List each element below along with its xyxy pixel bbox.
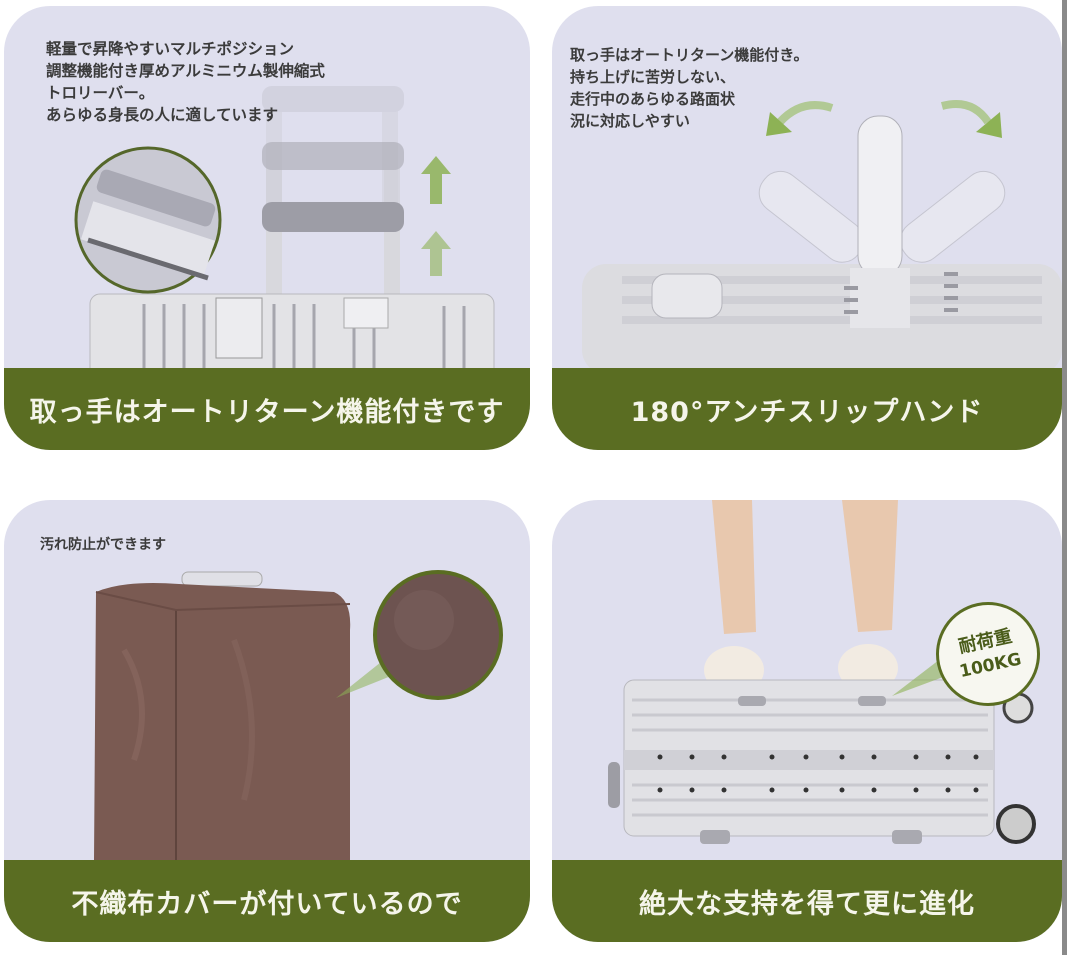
- rotating-handle-illustration: [582, 100, 1062, 374]
- zoom-circle-fabric-detail: [373, 570, 503, 700]
- panel-description: 汚れ防止ができます: [40, 537, 166, 553]
- right-edge-divider: [1062, 0, 1067, 955]
- panel-description: 軽量で昇降やすいマルチポジション 調整機能付き厚めアルミニウム製伸縮式 トロリー…: [46, 40, 325, 124]
- panel-caption: 180°アンチスリップハンド: [552, 368, 1062, 450]
- panel-description: 取っ手はオートリターン機能付き。 持ち上げに苦労しない、 走行中のあらゆる路面状…: [570, 46, 809, 130]
- panel-caption: 不織布カバーが付いているので: [4, 860, 530, 942]
- panel-anti-slip-handle: 取っ手はオートリターン機能付き。 持ち上げに苦労しない、 走行中のあらゆる路面状…: [552, 6, 1062, 450]
- zoom-circle-handle-detail: [74, 146, 222, 294]
- cover-illustration: [94, 570, 503, 860]
- panel-telescopic-handle: 軽量で昇降やすいマルチポジション 調整機能付き厚めアルミニウム製伸縮式 トロリー…: [4, 6, 530, 450]
- standing-on-suitcase-illustration: [608, 500, 1036, 844]
- panel-caption: 絶大な支持を得て更に進化: [552, 860, 1062, 942]
- panel-caption: 取っ手はオートリターン機能付きです: [4, 368, 530, 450]
- curved-arrow-left-icon: [766, 101, 834, 136]
- curved-arrow-right-icon: [940, 100, 1002, 138]
- panel-load-capacity: 耐荷重 100KG 絶大な支持を得て更に進化: [552, 500, 1062, 942]
- panel-nonwoven-cover: 汚れ防止ができます 不織布カバーが付いているので: [4, 500, 530, 942]
- up-arrow-icon: [421, 156, 451, 276]
